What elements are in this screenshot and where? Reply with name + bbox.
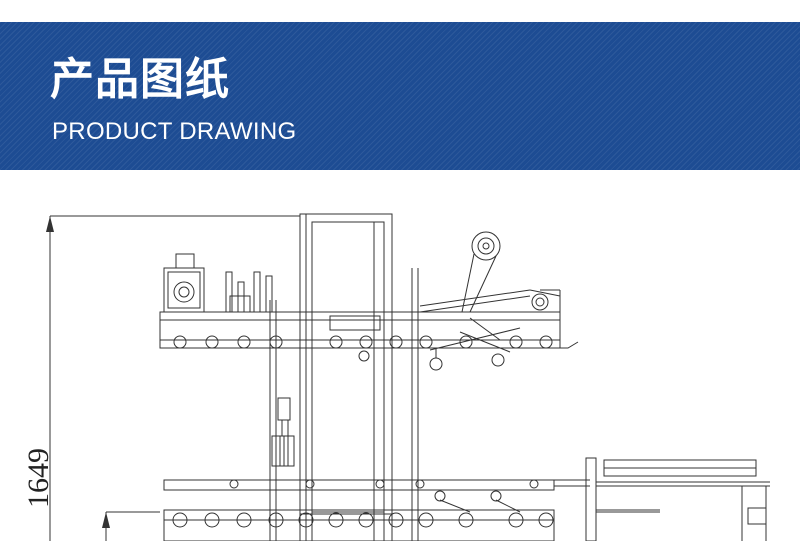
height-dimension-label: 1649 (22, 448, 55, 508)
page-title: 产品图纸 (50, 54, 230, 105)
upper-conveyor (159, 231, 579, 371)
lower-conveyor (163, 479, 590, 541)
height-dimension-line (46, 215, 300, 541)
product-drawing (46, 213, 770, 541)
upper-frame (269, 213, 419, 541)
vertical-drive (271, 397, 295, 467)
top-spacer (0, 0, 800, 22)
header-banner: 产品图纸 PRODUCT DRAWING (0, 22, 800, 170)
page-subtitle: PRODUCT DRAWING (52, 118, 297, 145)
outfeed-table (585, 457, 770, 541)
